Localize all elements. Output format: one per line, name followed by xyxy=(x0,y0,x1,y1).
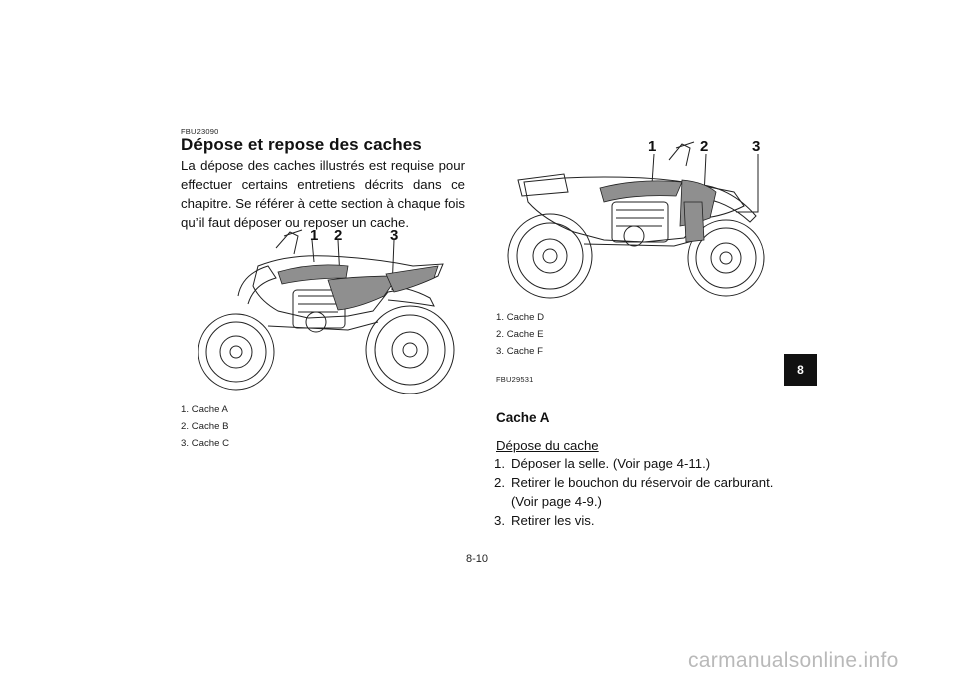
page-title: Dépose et repose des caches xyxy=(181,135,422,154)
figure2-caption-1: 1. Cache D xyxy=(496,312,545,323)
section-code: FBU23090 xyxy=(181,127,219,136)
figure2-caption-2: 2. Cache E xyxy=(496,329,544,340)
removal-heading: Dépose du cache xyxy=(496,438,599,453)
atv-right-illustration xyxy=(507,141,765,299)
figure2-callout-2: 2 xyxy=(700,138,709,155)
figure1-caption-1: 1. Cache A xyxy=(181,404,228,415)
subheading-cache-a: Cache A xyxy=(496,410,550,425)
page-number: 8-10 xyxy=(466,553,489,565)
figure1-captions: 1. Cache A 2. Cache B 3. Cache C xyxy=(181,401,229,452)
section2-code: FBU29531 xyxy=(496,375,534,384)
figure2-callout-3: 3 xyxy=(752,138,761,155)
step-1: 1. Déposer la selle. (Voir page 4-11.) xyxy=(494,456,711,471)
watermark: carmanualsonline.info xyxy=(688,649,899,672)
figure1-callout-3: 3 xyxy=(390,227,399,244)
figure1-caption-3: 3. Cache C xyxy=(181,438,230,449)
figure2-captions: 1. Cache D 2. Cache E 3. Cache F xyxy=(496,309,544,360)
chapter-tab: 8 xyxy=(784,354,817,386)
atv-left-illustration xyxy=(197,229,455,395)
figure-atv-left-view xyxy=(197,226,458,395)
figure2-callout-1: 1 xyxy=(648,138,657,155)
step-2: 2. Retirer le bouchon du réservoir de ca… xyxy=(494,475,774,490)
figure1-callout-2: 2 xyxy=(334,227,343,244)
intro-paragraph: La dépose des caches illustrés est requi… xyxy=(181,158,465,230)
step-2-continued: (Voir page 4-9.) xyxy=(511,494,602,509)
figure-atv-right-view xyxy=(504,140,779,300)
step-3: 3. Retirer les vis. xyxy=(494,513,595,528)
removal-steps: 1. Déposer la selle. (Voir page 4-11.) 2… xyxy=(483,454,773,530)
figure1-caption-2: 2. Cache B xyxy=(181,421,229,432)
figure1-callout-1: 1 xyxy=(310,227,319,244)
figure2-caption-3: 3. Cache F xyxy=(496,346,543,357)
